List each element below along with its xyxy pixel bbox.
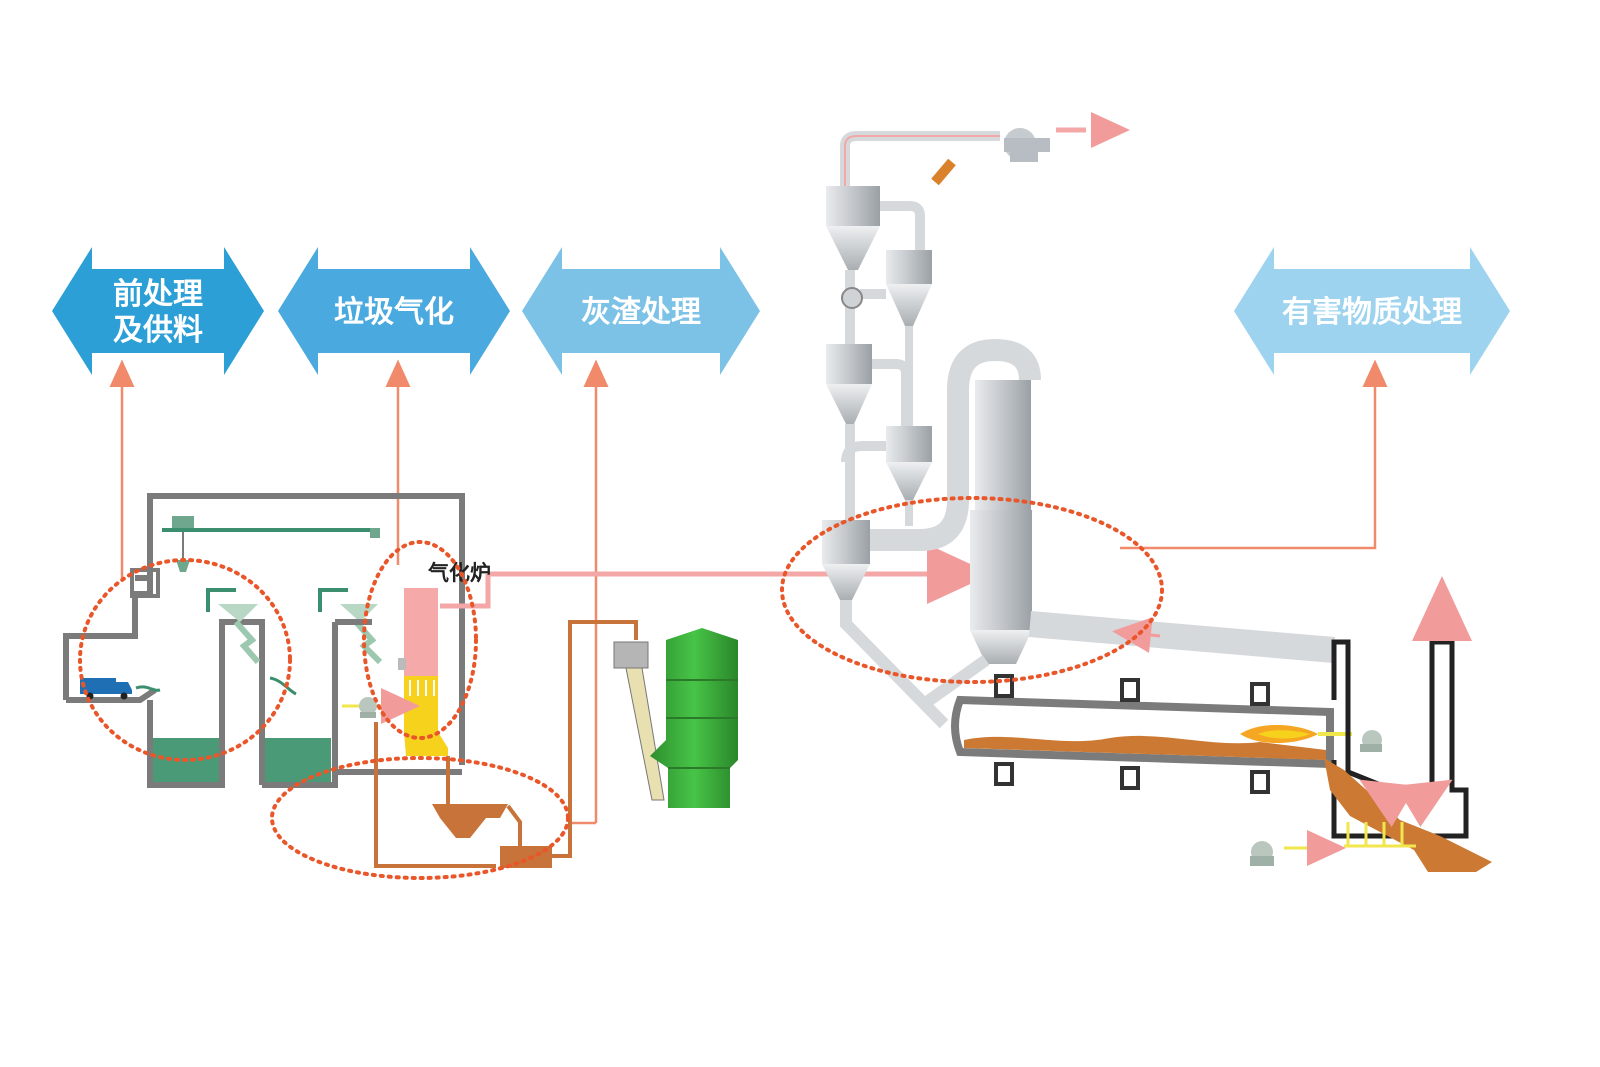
truck-icon bbox=[80, 678, 132, 700]
fan-icon bbox=[1250, 841, 1274, 866]
connector-hazardous bbox=[1120, 359, 1388, 550]
fan-icon bbox=[1360, 730, 1382, 752]
stage-banner-shape bbox=[278, 247, 510, 375]
gasifier: 气化炉 bbox=[342, 544, 992, 756]
stage-label: 垃圾气化 bbox=[334, 295, 454, 330]
region-ash bbox=[270, 756, 570, 880]
mill bbox=[650, 628, 738, 808]
region-outlines bbox=[78, 496, 1164, 880]
region-pretreatment bbox=[78, 558, 292, 762]
stage-banner-ash: 灰渣处理 bbox=[522, 247, 760, 375]
clinker-cooler bbox=[1250, 576, 1492, 872]
connector-lines bbox=[109, 359, 1388, 825]
stage-banner-shape bbox=[522, 247, 760, 375]
stage-banner-shape bbox=[1234, 247, 1510, 375]
preheater-tower bbox=[822, 112, 1336, 729]
stage-label: 灰渣处理 bbox=[581, 295, 701, 330]
stage-label: 前处理 bbox=[113, 277, 203, 312]
fan-icon bbox=[1004, 128, 1050, 162]
ash-handling bbox=[374, 620, 738, 868]
stage-banner-gasification: 垃圾气化 bbox=[278, 247, 510, 375]
rotary-kiln bbox=[951, 674, 1382, 794]
region-hazardous bbox=[780, 496, 1164, 684]
gasifier-label: 气化炉 bbox=[427, 561, 491, 585]
gasifier-upper bbox=[404, 588, 438, 676]
stage-label: 及供料 bbox=[113, 313, 203, 348]
kiln-supports bbox=[994, 674, 1270, 794]
stage-banner-hazardous: 有害物质处理 bbox=[1234, 247, 1510, 375]
stage-banner-shape bbox=[52, 247, 264, 375]
stage-label: 有害物质处理 bbox=[1282, 295, 1462, 330]
fan-icon bbox=[359, 697, 377, 718]
region-gasifier bbox=[362, 540, 478, 740]
